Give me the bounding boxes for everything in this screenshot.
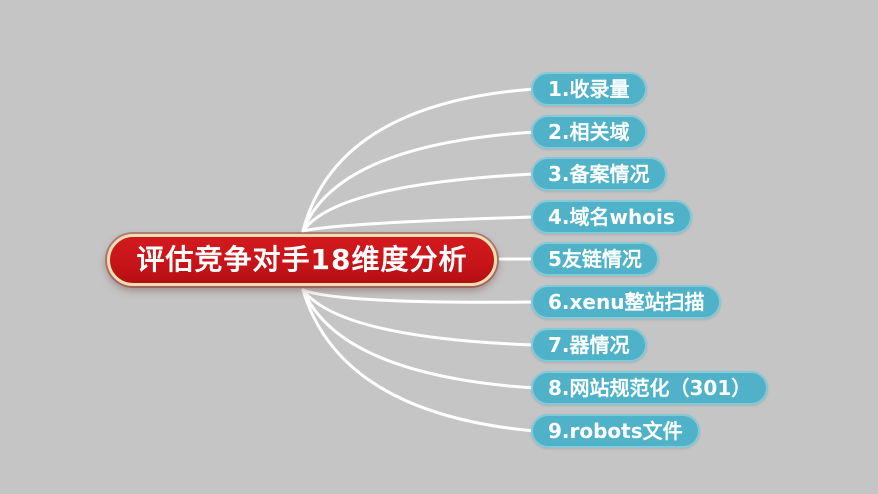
- connector-branch-6: [301, 288, 536, 304]
- connector-branch-8: [301, 288, 536, 390]
- branch-node-9[interactable]: 9.robots文件: [531, 414, 700, 448]
- branch-node-5[interactable]: 5友链情况: [531, 242, 659, 276]
- branch-node-2[interactable]: 2.相关域: [531, 115, 647, 149]
- branch-node-6[interactable]: 6.xenu整站扫描: [531, 285, 722, 319]
- branch-node-1[interactable]: 1.收录量: [531, 72, 647, 106]
- connector-branch-2: [301, 130, 536, 233]
- root-node[interactable]: 评估竞争对手18维度分析: [107, 234, 497, 286]
- branch-node-7[interactable]: 7.器情况: [531, 328, 647, 362]
- connector-branch-1: [301, 87, 536, 233]
- connector-branch-7: [301, 288, 536, 347]
- branch-node-4[interactable]: 4.域名whois: [531, 200, 692, 234]
- connector-branch-3: [301, 172, 536, 233]
- branch-node-8[interactable]: 8.网站规范化（301）: [531, 371, 769, 405]
- branch-node-3[interactable]: 3.备案情况: [531, 157, 667, 191]
- connector-branch-9: [301, 288, 536, 433]
- connector-branch-4: [301, 215, 536, 233]
